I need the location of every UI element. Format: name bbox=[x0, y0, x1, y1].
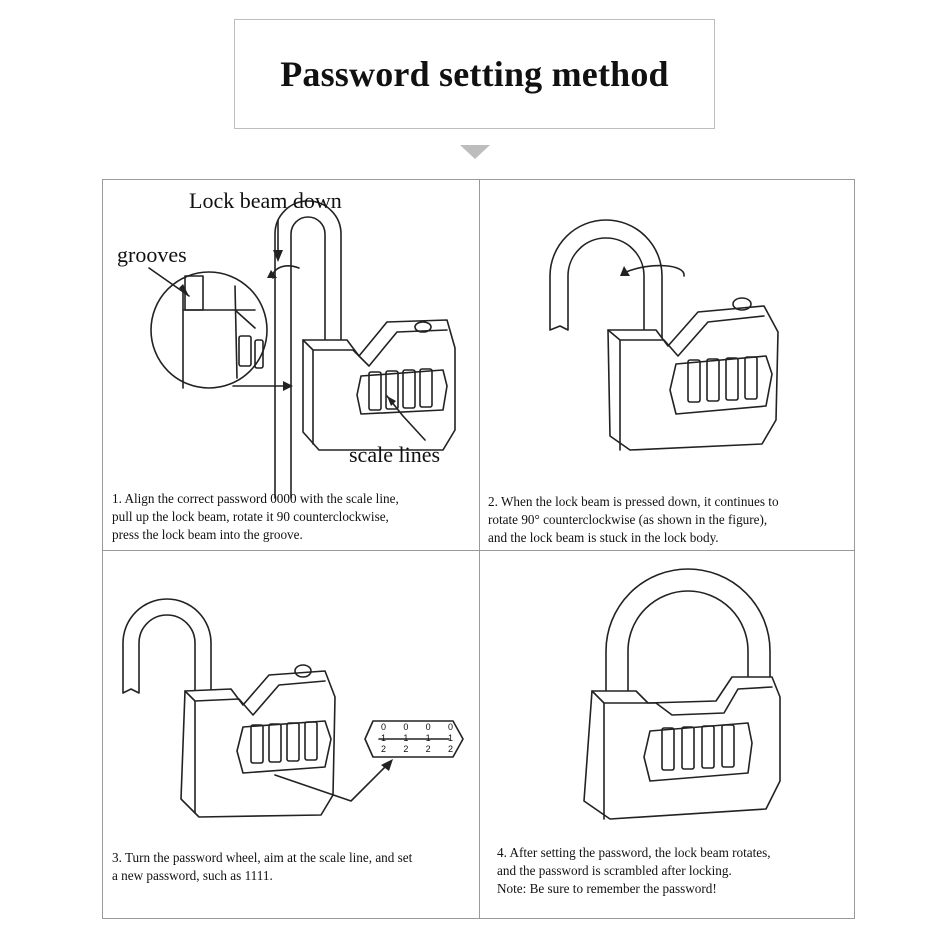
wheel-digit: 2 bbox=[447, 744, 453, 754]
label-lock-beam-down: Lock beam down bbox=[189, 188, 342, 213]
step-3-caption: 3. Turn the password wheel, aim at the s… bbox=[112, 849, 412, 885]
step-4-line-1: 4. After setting the password, the lock … bbox=[497, 845, 771, 860]
step-4-line-2: and the password is scrambled after lock… bbox=[497, 863, 732, 878]
step-4-panel: 4. After setting the password, the lock … bbox=[480, 551, 856, 920]
step-4-line-3: Note: Be sure to remember the password! bbox=[497, 881, 717, 896]
wheel-digit: 0 bbox=[425, 722, 431, 732]
step-2-line-1: 2. When the lock beam is pressed down, i… bbox=[488, 494, 779, 509]
wheel-digit: 1 bbox=[403, 733, 409, 743]
step-2-lock-illustration bbox=[549, 219, 779, 451]
step-2-line-2: rotate 90° counterclockwise (as shown in… bbox=[488, 512, 768, 527]
page-title: Password setting method bbox=[280, 54, 669, 94]
step-1-lock-illustration bbox=[148, 200, 456, 499]
magnified-wheel: 0 0 0 0 1 1 1 1 2 2 2 2 bbox=[381, 722, 453, 756]
step-2-line-3: and the lock beam is stuck in the lock b… bbox=[488, 530, 719, 545]
wheel-digit: 0 bbox=[381, 722, 387, 732]
wheel-digit: 1 bbox=[381, 733, 387, 743]
wheel-digit: 0 bbox=[403, 722, 409, 732]
label-grooves: grooves bbox=[117, 242, 187, 267]
grid-divider-horizontal bbox=[103, 550, 854, 551]
step-1-line-3: press the lock beam into the groove. bbox=[112, 527, 303, 542]
wheel-digit: 2 bbox=[403, 744, 409, 754]
step-3-lock-illustration bbox=[122, 598, 464, 818]
wheel-digit: 1 bbox=[425, 733, 431, 743]
step-4-caption: 4. After setting the password, the lock … bbox=[497, 844, 771, 898]
step-1-line-2: pull up the lock beam, rotate it 90 coun… bbox=[112, 509, 389, 524]
title-box: Password setting method bbox=[234, 19, 715, 129]
grid-divider-vertical bbox=[479, 180, 480, 918]
step-2-panel: 2. When the lock beam is pressed down, i… bbox=[480, 180, 856, 550]
down-pointer-icon bbox=[460, 145, 490, 159]
step-1-panel: Lock beam down grooves scale lines 1. Al… bbox=[103, 180, 479, 550]
step-1-caption: 1. Align the correct password 0000 with … bbox=[112, 490, 399, 544]
steps-grid: Lock beam down grooves scale lines 1. Al… bbox=[102, 179, 855, 919]
label-scale-lines: scale lines bbox=[349, 442, 441, 467]
wheel-digit: 0 bbox=[447, 722, 453, 732]
step-4-lock-illustration bbox=[583, 568, 781, 820]
wheel-digit: 2 bbox=[425, 744, 431, 754]
step-1-line-1: 1. Align the correct password 0000 with … bbox=[112, 491, 399, 506]
wheel-digit: 2 bbox=[381, 744, 387, 754]
step-2-caption: 2. When the lock beam is pressed down, i… bbox=[488, 493, 779, 547]
wheel-digit: 1 bbox=[447, 733, 453, 743]
step-3-line-1: 3. Turn the password wheel, aim at the s… bbox=[112, 850, 413, 865]
step-3-panel: 0 0 0 0 1 1 1 1 2 2 2 2 3. Turn the pass… bbox=[103, 551, 479, 920]
step-3-line-2: a new password, such as 1111. bbox=[112, 868, 273, 883]
